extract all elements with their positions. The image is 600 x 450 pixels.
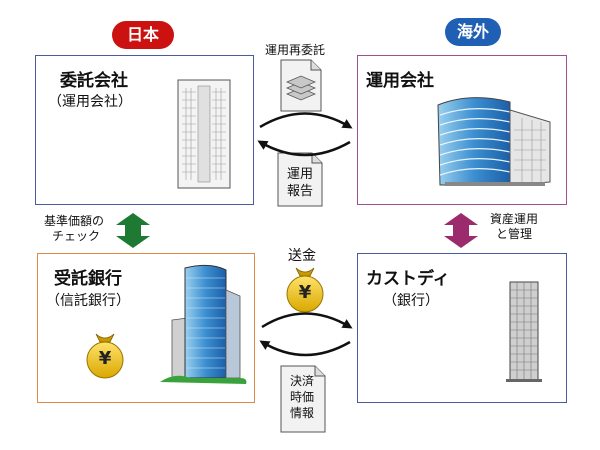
- settlement-document-icon: [280, 365, 326, 433]
- asset-mgmt-label: 資産運用 と管理: [490, 212, 538, 242]
- nav-check-line2: チェック: [52, 229, 101, 243]
- manager-title: 運用会社: [366, 71, 434, 91]
- top-exchange-arrows: [257, 112, 353, 157]
- office-building-icon: [177, 79, 231, 189]
- nav-check-line1: 基準価額の: [44, 214, 105, 228]
- settlement-line1: 決済: [290, 374, 315, 388]
- purple-double-arrow-icon: [444, 213, 478, 248]
- bottom-exchange-arrows: [259, 312, 353, 357]
- asset-mgmt-line2: と管理: [496, 227, 533, 241]
- yen-symbol-trustee: ¥: [98, 348, 112, 369]
- trustee-subtitle: （信託銀行）: [46, 293, 130, 309]
- custodian-title: カストディ: [366, 269, 450, 289]
- trustor-title: 委託会社: [60, 71, 128, 91]
- report-label: 運用 報告: [287, 166, 313, 200]
- report-label-line2: 報告: [287, 184, 314, 199]
- headquarters-building-icon: [437, 97, 551, 186]
- asset-mgmt-line1: 資産運用: [490, 212, 539, 226]
- trustor-subtitle: （運用会社）: [48, 94, 132, 110]
- skyscraper-icon: [506, 281, 542, 382]
- settlement-label: 決済 時価 情報: [290, 373, 314, 421]
- remit-label: 送金: [288, 248, 316, 264]
- bank-tower-icon: [160, 264, 247, 384]
- green-double-arrow-icon: [116, 213, 150, 248]
- japan-label: 日本: [112, 21, 174, 49]
- settlement-line3: 情報: [290, 406, 315, 420]
- overseas-label: 海外: [445, 18, 501, 46]
- yen-symbol: ¥: [298, 282, 312, 303]
- money-bag-icon: [286, 267, 324, 313]
- custodian-subtitle: （銀行）: [383, 293, 439, 309]
- trustee-title: 受託銀行: [54, 269, 122, 289]
- report-label-line1: 運用: [287, 167, 314, 182]
- money-bag-icon-trustee: [86, 333, 124, 379]
- document-stack-icon: [280, 59, 322, 112]
- settlement-line2: 時価: [290, 390, 315, 404]
- re-delegation-label: 運用再委託: [265, 43, 326, 57]
- nav-check-label: 基準価額の チェック: [44, 214, 104, 244]
